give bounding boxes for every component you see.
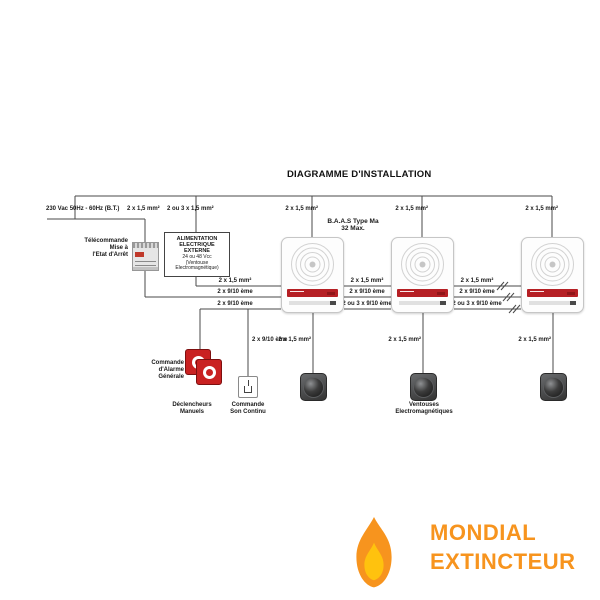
speaker-grille-icon (401, 243, 444, 286)
label-seg3-row2: 2 x 9/10 ème (459, 289, 495, 295)
label-baas3-drop-cable: 2 x 1,5 mm² (525, 206, 558, 212)
label-seg2-row1: 2 x 1,5 mm² (350, 278, 384, 284)
brand-name-line1: MONDIAL (430, 520, 537, 545)
baas-sub-label (399, 301, 446, 305)
electromagnet-speaker-1 (300, 373, 327, 401)
brand-name-line2: EXTINCTEUR (430, 549, 576, 574)
line-break-slashes-icon (496, 281, 521, 314)
label-ventouse2-cable: 2 x 1,5 mm² (388, 337, 421, 343)
speaker-grille-icon (531, 243, 574, 286)
label-call-points: Déclencheurs Manuels (172, 402, 212, 415)
manual-call-point-2 (196, 359, 222, 385)
baas-unit-2 (391, 237, 454, 313)
label-seg1-row1: 2 x 1,5 mm² (218, 278, 252, 284)
label-baas-type: B.A.A.S Type Ma 32 Max. (327, 218, 379, 232)
terminal-strip-icon (133, 243, 158, 248)
label-general-alarm-command: Commande d'Alarme Générale (151, 360, 184, 380)
label-soncontinu-cable: 2 x 9/10 ème (252, 337, 288, 343)
electromagnet-speaker-2 (410, 373, 437, 401)
psu-subtitle: 24 ou 48 Vcc (Ventouse Electromagnétique… (175, 254, 219, 271)
indicator-icon (135, 252, 144, 257)
diagram-title: DIAGRAMME D'INSTALLATION (287, 169, 432, 180)
continuous-sound-command-box (238, 376, 258, 398)
label-remote-control: Télécommande Mise à l'Etat d'Arrêt (84, 238, 128, 258)
label-continuous-sound: Commande Son Continu (230, 402, 266, 415)
label-mains-cable: 2 x 1,5 mm² (127, 206, 160, 212)
label-psu-cable: 2 ou 3 x 1,5 mm² (167, 206, 214, 212)
label-seg2-row3: 2 ou 3 x 9/10 ème (342, 301, 392, 307)
flame-icon (356, 517, 392, 588)
label-ventouse1-cable: 2 x 1,5 mm² (278, 337, 311, 343)
label-mains-voltage: 230 Vac 50Hz - 60Hz (B.T.) (46, 206, 120, 212)
baas-sub-label (289, 301, 336, 305)
external-power-supply-box: ALIMENTATION ELECTRIQUE EXTERNE 24 ou 48… (164, 232, 230, 277)
baas-unit-3 (521, 237, 584, 313)
call-point-button-icon (202, 365, 216, 379)
baas-red-label (287, 289, 338, 297)
label-baas1-drop-cable: 2 x 1,5 mm² (285, 206, 318, 212)
label-seg1-row3: 2 x 9/10 ème (217, 301, 253, 307)
label-seg1-row2: 2 x 9/10 ème (217, 289, 253, 295)
baas-sub-label (529, 301, 576, 305)
speaker-grille-icon (291, 243, 334, 286)
label-seg2-row2: 2 x 9/10 ème (349, 289, 385, 295)
label-seg3-row1: 2 x 1,5 mm² (460, 278, 494, 284)
label-ventouse3-cable: 2 x 1,5 mm² (518, 337, 551, 343)
electromagnet-speaker-3 (540, 373, 567, 401)
psu-title: ALIMENTATION ELECTRIQUE EXTERNE (176, 236, 218, 254)
baas-unit-1 (281, 237, 344, 313)
label-seg3-row3: 2 ou 3 x 9/10 ème (452, 301, 502, 307)
label-baas2-drop-cable: 2 x 1,5 mm² (395, 206, 428, 212)
remote-control-device (132, 242, 159, 271)
baas-red-label (397, 289, 448, 297)
label-electromagnets: Ventouses Electromagnétiques (395, 402, 453, 415)
baas-red-label (527, 289, 578, 297)
